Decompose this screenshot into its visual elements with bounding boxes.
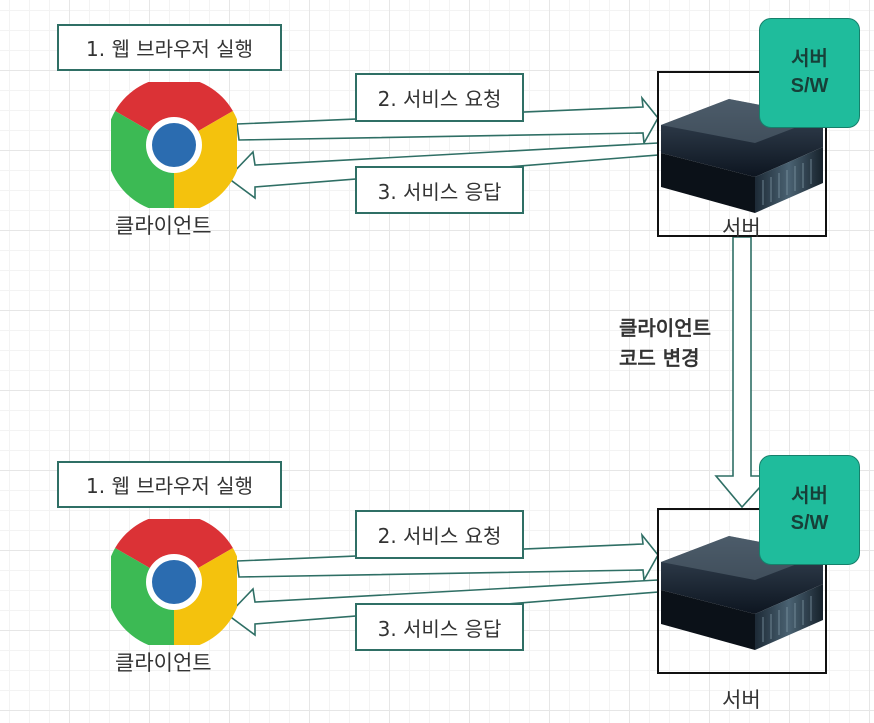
top-service-request-label: 2. 서비스 요청	[355, 73, 524, 122]
top-service-response-label: 3. 서비스 응답	[355, 166, 524, 214]
bottom-service-request-text: 2. 서비스 요청	[377, 524, 502, 548]
top-server-frame	[657, 71, 827, 237]
top-launch-browser-text: 1. 웹 브라우저 실행	[86, 37, 253, 61]
bottom-server-hardware-icon	[661, 536, 823, 650]
top-chrome-browser-icon	[111, 82, 237, 208]
bottom-service-response-text: 3. 서비스 응답	[377, 616, 502, 641]
top-server-software-box: 서버 S/W	[759, 18, 860, 128]
bottom-server-caption: 서버	[722, 688, 761, 712]
top-launch-browser-label: 1. 웹 브라우저 실행	[57, 24, 282, 71]
client-code-change-note: 클라이언트 코드 변경	[619, 313, 711, 373]
change-note-line1: 클라이언트	[619, 316, 711, 340]
top-sw-line1: 서버	[791, 48, 828, 70]
top-client-caption: 클라이언트	[115, 214, 212, 238]
top-sw-line2: S/W	[790, 75, 829, 97]
change-note-line2: 코드 변경	[619, 346, 700, 370]
bottom-service-request-label: 2. 서비스 요청	[355, 510, 524, 559]
bottom-launch-browser-text: 1. 웹 브라우저 실행	[86, 474, 253, 498]
bottom-client-caption: 클라이언트	[115, 651, 212, 675]
bottom-chrome-browser-icon	[111, 519, 237, 645]
top-service-response-text: 3. 서비스 응답	[377, 179, 502, 204]
bottom-server-software-box: 서버 S/W	[759, 455, 860, 565]
bottom-sw-line2: S/W	[790, 512, 829, 534]
code-change-arrow	[714, 236, 772, 509]
bottom-launch-browser-label: 1. 웹 브라우저 실행	[57, 461, 282, 508]
bottom-sw-line1: 서버	[791, 485, 828, 507]
bottom-service-response-label: 3. 서비스 응답	[355, 603, 524, 651]
top-server-caption: 서버	[722, 216, 761, 240]
top-service-request-text: 2. 서비스 요청	[377, 87, 502, 111]
bottom-server-frame	[657, 508, 827, 674]
